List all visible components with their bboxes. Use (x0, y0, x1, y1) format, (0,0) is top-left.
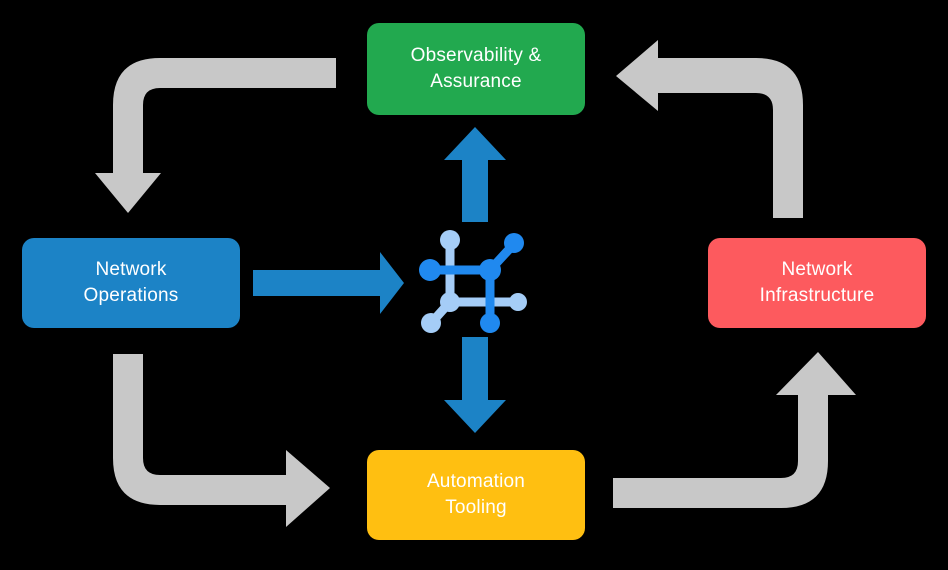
blue-arrow-right (253, 252, 404, 314)
mesh-nodes-strong (419, 233, 524, 333)
gray-arrow-observability-to-operations (95, 58, 336, 213)
blue-arrow-down (444, 337, 506, 433)
node-label-automation-tooling: Automation Tooling (426, 471, 526, 518)
gray-arrow-infrastructure-to-observability (616, 40, 803, 218)
node-label-network-operations: Network Operations (83, 259, 179, 306)
gray-arrow-automation-to-infrastructure (613, 352, 856, 508)
node-box-observability[interactable]: Observability & Assurance (367, 23, 585, 115)
mesh-nodes-light (421, 230, 527, 333)
node-box-network-operations[interactable]: Network Operations (22, 238, 240, 328)
network-mesh-icon (418, 218, 536, 336)
gray-arrow-operations-to-automation (113, 354, 330, 527)
node-box-automation-tooling[interactable]: Automation Tooling (367, 450, 585, 540)
node-box-network-infrastructure[interactable]: Network Infrastructure (708, 238, 926, 328)
network-mesh-icon-svg (419, 230, 527, 333)
node-label-network-infrastructure: Network Infrastructure (759, 259, 875, 306)
blue-arrow-up (444, 127, 506, 222)
node-label-observability: Observability & Assurance (410, 45, 542, 92)
